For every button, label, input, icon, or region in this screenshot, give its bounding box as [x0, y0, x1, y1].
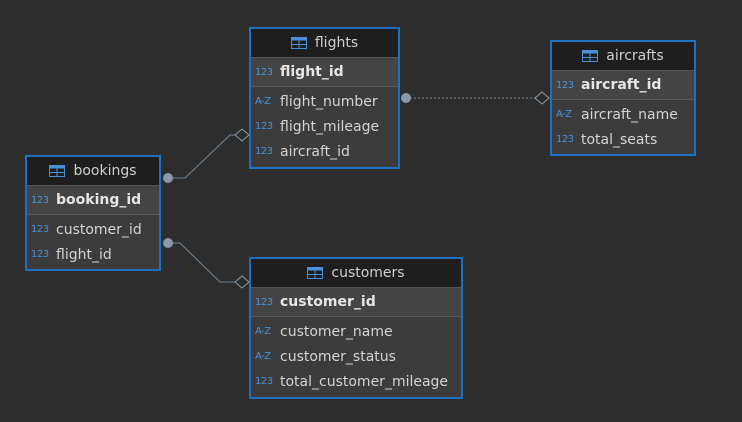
primary-key-row[interactable]: 123 aircraft_id: [552, 71, 694, 100]
column-name: flight_number: [280, 93, 378, 110]
numeric-type-icon: 123: [255, 146, 273, 157]
primary-key-row[interactable]: 123 customer_id: [251, 288, 461, 317]
entity-customers[interactable]: customers 123 customer_id A-Z customer_n…: [249, 257, 463, 399]
text-type-icon: A-Z: [255, 351, 271, 362]
entity-title: aircrafts: [606, 48, 664, 64]
entity-bookings[interactable]: bookings 123 booking_id 123 customer_id …: [25, 155, 161, 271]
numeric-type-icon: 123: [255, 121, 273, 132]
numeric-type-icon: 123: [556, 79, 574, 91]
column-name: flight_id: [56, 246, 112, 263]
entity-aircrafts[interactable]: aircrafts 123 aircraft_id A-Z aircraft_n…: [550, 40, 696, 156]
column-row[interactable]: A-Z flight_number: [251, 89, 398, 114]
edge-bookings-flights-end-diamond[interactable]: [234, 128, 250, 142]
entity-header[interactable]: customers: [251, 259, 461, 288]
entity-header[interactable]: flights: [251, 29, 398, 58]
numeric-type-icon: 123: [255, 376, 273, 387]
primary-key-row[interactable]: 123 flight_id: [251, 58, 398, 87]
table-icon: [307, 267, 324, 279]
text-type-icon: A-Z: [255, 326, 271, 337]
entity-header[interactable]: bookings: [27, 157, 159, 186]
numeric-type-icon: 123: [31, 224, 49, 235]
column-name: aircraft_name: [581, 106, 678, 123]
column-row[interactable]: 123 customer_id: [27, 217, 159, 242]
column-row[interactable]: A-Z customer_name: [251, 319, 461, 344]
table-icon: [290, 37, 307, 49]
column-row[interactable]: 123 total_customer_mileage: [251, 369, 461, 394]
column-name: total_seats: [581, 131, 658, 148]
edge-bookings-customers: [168, 242, 240, 283]
edge-flights-aircrafts-start-dot[interactable]: [401, 93, 411, 103]
edge-bookings-flights: [168, 134, 240, 179]
entity-header[interactable]: aircrafts: [552, 42, 694, 71]
edge-bookings-customers-start-dot[interactable]: [163, 238, 173, 248]
column-name: customer_status: [280, 348, 396, 365]
column-name: booking_id: [56, 192, 142, 208]
edge-bookings-customers-end-diamond[interactable]: [234, 275, 250, 289]
entity-flights[interactable]: flights 123 flight_id A-Z flight_number …: [249, 27, 400, 169]
entity-title: customers: [331, 265, 405, 281]
edge-flights-aircrafts-end-diamond[interactable]: [534, 91, 550, 105]
table-icon: [582, 50, 599, 62]
text-type-icon: A-Z: [556, 109, 572, 120]
text-type-icon: A-Z: [255, 96, 271, 107]
edge-bookings-flights-start-dot[interactable]: [163, 173, 173, 183]
numeric-type-icon: 123: [255, 66, 273, 78]
column-row[interactable]: A-Z customer_status: [251, 344, 461, 369]
numeric-type-icon: 123: [556, 134, 574, 145]
column-name: customer_name: [280, 323, 393, 340]
numeric-type-icon: 123: [31, 194, 49, 206]
primary-key-row[interactable]: 123 booking_id: [27, 186, 159, 215]
column-name: aircraft_id: [280, 143, 350, 160]
numeric-type-icon: 123: [255, 296, 273, 308]
column-name: aircraft_id: [581, 77, 662, 93]
column-row[interactable]: 123 flight_mileage: [251, 114, 398, 139]
column-name: flight_id: [280, 64, 344, 80]
column-name: customer_id: [56, 221, 142, 238]
column-row[interactable]: 123 total_seats: [552, 127, 694, 152]
column-row[interactable]: 123 aircraft_id: [251, 139, 398, 164]
numeric-type-icon: 123: [31, 249, 49, 260]
column-name: flight_mileage: [280, 118, 380, 135]
entity-title: bookings: [73, 163, 137, 179]
column-row[interactable]: A-Z aircraft_name: [552, 102, 694, 127]
column-row[interactable]: 123 flight_id: [27, 242, 159, 267]
column-name: total_customer_mileage: [280, 373, 449, 390]
entity-title: flights: [314, 35, 359, 51]
column-name: customer_id: [280, 294, 376, 310]
table-icon: [49, 165, 66, 177]
